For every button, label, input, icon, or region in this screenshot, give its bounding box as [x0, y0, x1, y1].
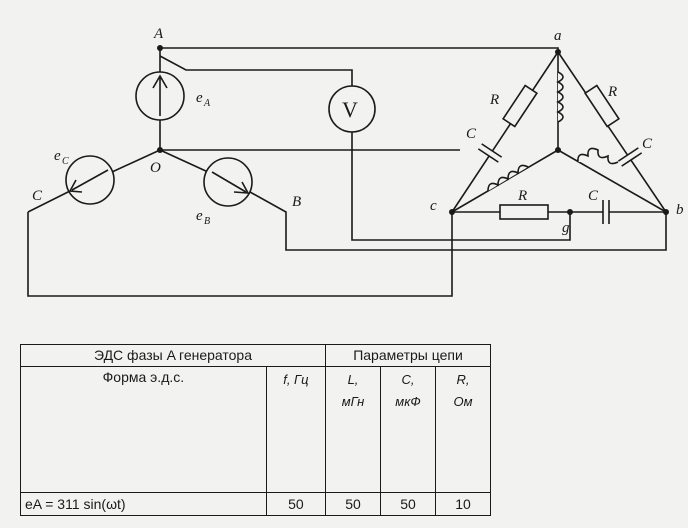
arrow-eC-icon	[71, 169, 109, 191]
voltmeter-label: V	[342, 97, 358, 122]
label-b: b	[676, 202, 684, 218]
header-params: Параметры цепи	[325, 344, 491, 367]
node-c-dot	[449, 209, 455, 215]
wire-volt-bottom	[351, 132, 571, 241]
arrowhead-eB-icon	[233, 181, 250, 194]
star-c-center	[451, 149, 559, 213]
wire-volt-top	[159, 55, 353, 86]
arrow-eB-icon	[211, 171, 247, 193]
inductor-b	[577, 147, 619, 165]
wire-O-eB	[159, 149, 209, 173]
cell-form: eA = 311 sin(ωt)	[20, 492, 267, 516]
arrowhead-eC-icon	[68, 179, 83, 193]
col-R-unit: Ом	[453, 394, 473, 409]
wire-C-c	[27, 212, 453, 297]
node-A-dot	[157, 45, 163, 51]
label-eB-sub: B	[204, 216, 210, 227]
label-eA: e	[196, 90, 203, 106]
col-f: f, Гц	[265, 366, 327, 493]
label-C: C	[32, 188, 43, 204]
wire-O-eC	[111, 149, 161, 173]
node-g-dot	[567, 209, 573, 215]
circuit-diagram: V A O B C a b c g e A e C	[27, 26, 684, 297]
delta-a-b	[557, 51, 667, 213]
col-form: Форма э.д.с.	[20, 366, 267, 493]
label-C-bottom: C	[588, 188, 599, 204]
wire-A-a	[160, 47, 559, 52]
label-eC: e	[54, 148, 61, 164]
label-B: B	[292, 194, 301, 210]
label-a: a	[554, 28, 562, 44]
voltmeter	[328, 85, 376, 133]
col-L-symbol: L,	[347, 372, 359, 387]
inductor-c	[487, 164, 529, 192]
label-C-left: C	[466, 126, 477, 142]
node-b-dot	[663, 209, 669, 215]
table-header-row: ЭДС фазы A генератора Параметры цепи	[20, 344, 491, 367]
cell-L: 50	[325, 492, 381, 516]
arrowhead-eA-icon	[152, 74, 168, 89]
label-C-right: C	[642, 136, 653, 152]
col-R-symbol: R,	[456, 372, 470, 387]
label-eC-sub: C	[62, 156, 69, 167]
label-R-right: R	[607, 84, 617, 100]
col-C: C, мкФ	[380, 366, 436, 493]
inductor-a	[556, 71, 564, 123]
col-L: L, мГн	[325, 366, 381, 493]
star-b-center	[557, 149, 667, 213]
node-center-dot	[555, 147, 561, 153]
table-columns-row: Форма э.д.с. f, Гц L, мГн C, мкФ R, Ом	[20, 366, 491, 493]
cell-C: 50	[380, 492, 436, 516]
node-O-dot	[157, 147, 163, 153]
delta-a-c	[451, 51, 559, 213]
label-eB: e	[196, 208, 203, 224]
label-eA-sub: A	[203, 98, 211, 109]
parameters-table: ЭДС фазы A генератора Параметры цепи Фор…	[20, 344, 491, 516]
header-emf: ЭДС фазы A генератора	[20, 344, 326, 367]
col-C-symbol: C,	[401, 372, 415, 387]
label-R-left: R	[489, 92, 499, 108]
label-O: O	[150, 160, 161, 176]
col-R: R, Ом	[435, 366, 491, 493]
capacitor-right	[617, 147, 643, 167]
col-C-unit: мкФ	[395, 394, 421, 409]
resistor-right	[584, 84, 620, 128]
wire-eB-B	[249, 191, 667, 251]
wire-eC-C	[27, 189, 73, 213]
label-g: g	[562, 220, 570, 236]
node-a-dot	[555, 49, 561, 55]
resistor-bottom	[499, 204, 549, 220]
capacitor-bottom	[602, 200, 610, 224]
capacitor-left	[477, 143, 503, 163]
label-A: A	[153, 26, 164, 42]
cell-R: 10	[435, 492, 491, 516]
cell-f: 50	[265, 492, 327, 516]
table-row: eA = 311 sin(ωt) 50 50 50 10	[20, 492, 491, 516]
label-R-bottom: R	[517, 188, 527, 204]
label-c: c	[430, 198, 437, 214]
resistor-left	[502, 84, 538, 128]
col-L-unit: мГн	[341, 394, 365, 409]
